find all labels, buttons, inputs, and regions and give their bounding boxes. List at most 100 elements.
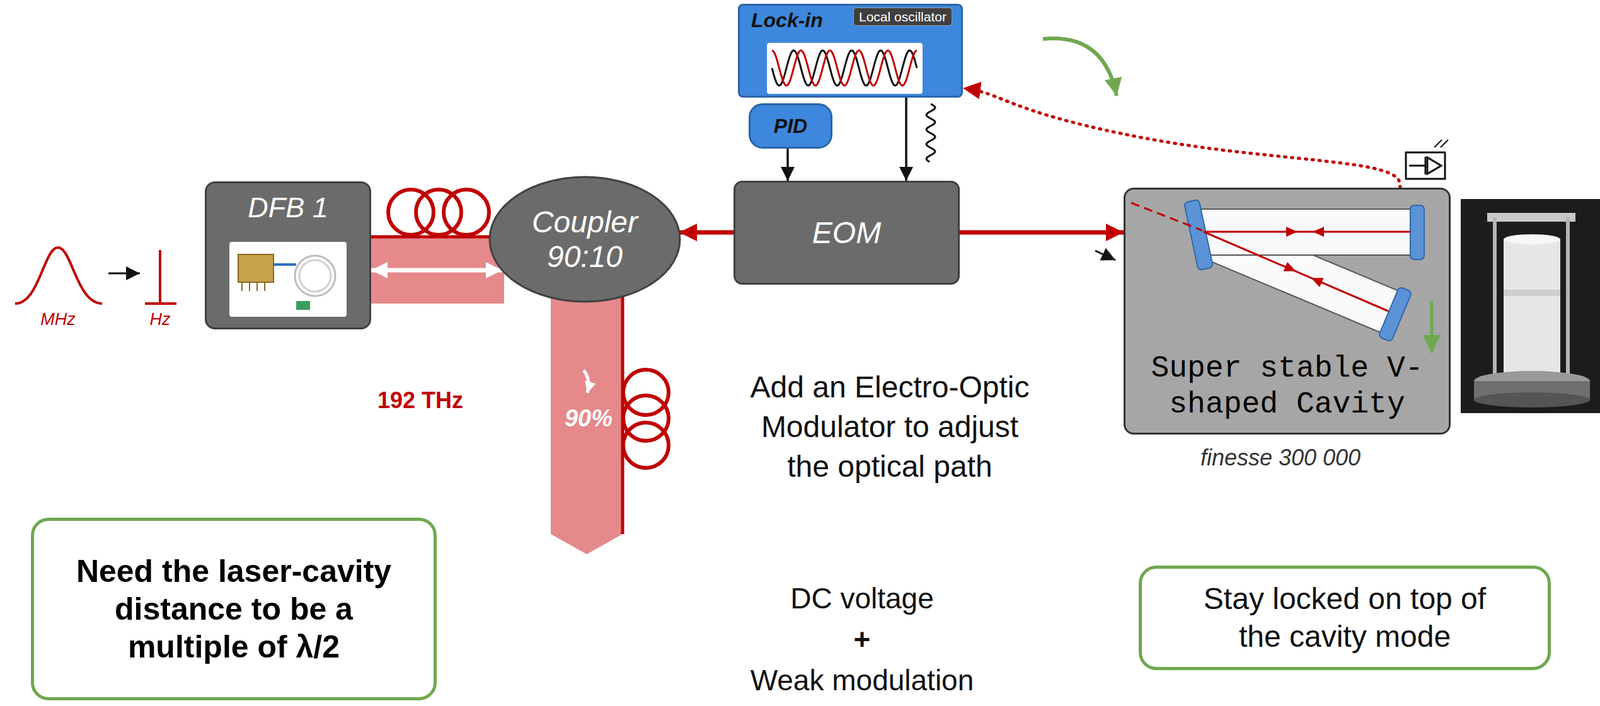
transition-arrow (108, 272, 140, 275)
photodiode-symbol (1409, 165, 1426, 167)
laser-pin (241, 282, 243, 292)
laser-fiber (273, 263, 297, 266)
narrow-linewidth (158, 250, 162, 304)
input-beam (1131, 202, 1203, 231)
modulation-wave (926, 103, 936, 162)
fiber-coil (623, 395, 669, 442)
beam-direction (1309, 273, 1324, 288)
frequency-label: 192 THz (377, 387, 464, 415)
fiber-coil (388, 189, 434, 236)
cavity-photo (1487, 212, 1576, 222)
photodiode-symbol (1405, 152, 1445, 179)
output-arrow (1430, 301, 1434, 353)
note-text: DC voltage (790, 581, 934, 616)
signal-wave (771, 50, 917, 86)
feedback-signal (962, 88, 1401, 188)
narrow-linewidth-base (144, 302, 177, 306)
cavity-arm (1200, 209, 1415, 256)
laser-pin (248, 282, 251, 292)
note-box: Stay locked on top of the cavity mode (1138, 565, 1551, 671)
note-text-holder: + (853, 622, 871, 657)
ratio-label: 90% (564, 405, 613, 433)
light-ray (1434, 139, 1442, 148)
spec-label: finesse 300 000 (1200, 444, 1361, 472)
ratio-label-holder: 90% (564, 405, 613, 433)
cavity-photo (1565, 217, 1570, 379)
feedback-arrow (1042, 38, 1117, 96)
cavity-photo (1473, 392, 1590, 408)
intracavity-beam (1203, 231, 1389, 312)
gaussian-linewidth (15, 247, 103, 304)
node-text: Super stable V-shaped Cavity (1138, 351, 1437, 423)
note-text-holder: Add an Electro-Optic Modulator to adjust… (741, 367, 1038, 487)
local-oscillator: Local oscillator (853, 7, 953, 26)
input-arrow (1095, 250, 1116, 261)
optical-path (959, 230, 1124, 236)
fiber-coil (415, 189, 462, 236)
ellipse-shape (489, 177, 680, 302)
lock-in-amplifier: Lock-in Local oscillator (737, 3, 963, 98)
optical-path (371, 268, 503, 273)
node-text: EOM (812, 215, 881, 251)
node-text: Need the laser-cavity distance to be a m… (65, 552, 403, 667)
note-text: + (853, 622, 871, 657)
note-text-holder: Weak modulation (750, 663, 975, 698)
optical-cavity: Super stable V-shaped Cavity (1123, 187, 1451, 435)
beam-direction (1283, 262, 1299, 277)
dfb-laser: DFB 1 (204, 181, 372, 330)
fiber-connector (296, 301, 311, 311)
mirror (1184, 199, 1214, 271)
beam-direction (1286, 226, 1298, 237)
unit-label-holder: Hz (149, 310, 171, 330)
signal-panel (766, 42, 923, 94)
laser-pin (256, 282, 258, 292)
fiber-coupler: Coupler 90:10 (487, 175, 682, 304)
node-text: Stay locked on top of the cavity mode (1192, 580, 1498, 657)
output-band (550, 296, 623, 555)
reference-wave (771, 50, 917, 86)
note-text-holder: DC voltage (790, 581, 934, 616)
cavity-photo (1503, 289, 1561, 297)
cavity-photo (1503, 239, 1561, 375)
laser-pin (264, 282, 266, 292)
note-text: Add an Electro-Optic Modulator to adjust… (741, 367, 1038, 487)
beam-direction (1312, 226, 1324, 237)
fiber-loop (299, 260, 331, 292)
pid-controller: PID (748, 103, 833, 149)
ellipse-outline (487, 175, 682, 304)
cavity-photo (1492, 217, 1497, 379)
frequency-label-holder: 192 THz (377, 387, 464, 415)
note-text: Weak modulation (750, 663, 975, 698)
node-text: Lock-in (751, 8, 824, 33)
unit-label: Hz (149, 310, 171, 330)
laser-module (238, 254, 274, 283)
node-text: DFB 1 (247, 190, 329, 225)
unit-label-holder: MHz (40, 310, 76, 330)
note-box: Need the laser-cavity distance to be a m… (30, 517, 437, 701)
electro-optic-modulator: EOM (733, 180, 960, 285)
control-signal (904, 97, 908, 181)
cavity-photo (1460, 199, 1600, 414)
control-signal (786, 148, 789, 181)
light-ray (1440, 139, 1449, 148)
photodiode-symbol (1424, 156, 1427, 175)
cavity-arm (1196, 213, 1402, 334)
laser-photo (229, 241, 347, 317)
mirror (1378, 286, 1413, 343)
fiber-loop (294, 255, 336, 297)
unit-label: MHz (40, 310, 76, 330)
spec-label-holder: finesse 300 000 (1200, 444, 1361, 472)
photodiode-symbol (1427, 157, 1442, 174)
node-text: PID (773, 114, 808, 139)
node-text: Local oscillator (858, 8, 947, 25)
fiber-coil (623, 422, 669, 469)
cavity-photo (1503, 234, 1561, 245)
intracavity-beam (1203, 231, 1411, 234)
fiber-coil (623, 369, 669, 416)
mirror (1410, 205, 1425, 260)
light-band (365, 236, 505, 304)
optical-path (679, 230, 734, 236)
fiber-coil (443, 189, 490, 236)
output-arrow (583, 370, 589, 394)
node-text: Coupler 90:10 (525, 204, 645, 275)
